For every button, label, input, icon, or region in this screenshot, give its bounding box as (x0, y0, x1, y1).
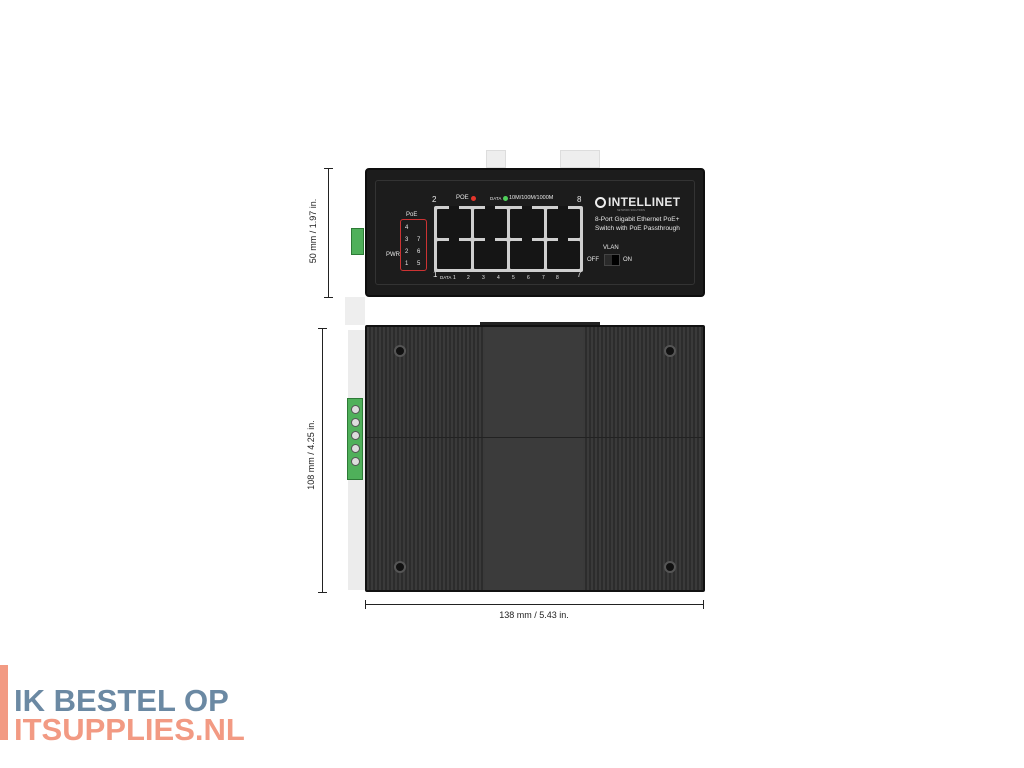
port-number: 5 (512, 275, 515, 281)
dimension-tick (318, 592, 327, 593)
vlan-toggle-switch[interactable] (604, 254, 620, 266)
depth-dimension-line (322, 328, 323, 592)
poe-led-label: POE (456, 195, 469, 201)
center-band (485, 327, 583, 590)
din-bracket (345, 297, 365, 325)
corner-label-7: 7 (577, 270, 582, 279)
switch-front-panel: PoE 4 3 2 1 7 6 5 PWR 2 8 1 7 POE DATA 1… (365, 168, 705, 297)
corner-label-2: 2 (432, 195, 437, 204)
screw-icon (664, 561, 676, 573)
port-number: 1 (453, 275, 456, 281)
pwr-label: PWR (386, 252, 400, 258)
description-line-2: Switch with PoE Passthrough (595, 225, 680, 232)
poe-led-number: 5 (417, 261, 421, 267)
data-row-label: DATA (440, 275, 452, 280)
poe-led-number: 1 (405, 261, 409, 267)
ethernet-port[interactable] (546, 209, 580, 238)
dimension-tick (703, 600, 704, 609)
power-terminal-block (347, 398, 363, 480)
screw-icon (664, 345, 676, 357)
intellinet-logo-icon (595, 197, 606, 208)
din-rail-clip (480, 305, 600, 325)
poe-status-box: 4 3 2 1 7 6 5 (400, 219, 427, 271)
dimension-tick (324, 297, 333, 298)
panel-seam (367, 437, 703, 438)
dimension-tick (324, 168, 333, 169)
width-dimension-line (365, 604, 703, 605)
data-led-label: DATA (490, 196, 502, 201)
vlan-off-label: OFF (587, 257, 599, 263)
watermark-line-2: ITSUPPLIES.NL (14, 712, 245, 747)
ethernet-port[interactable] (473, 209, 507, 238)
din-clip-top (560, 150, 600, 168)
screw-icon (394, 345, 406, 357)
ethernet-port-grid (434, 206, 583, 272)
poe-led (471, 196, 476, 201)
height-dimension-line (328, 168, 329, 297)
dimension-tick (365, 600, 366, 609)
watermark-accent-bar (0, 665, 8, 740)
width-dimension-label: 138 mm / 5.43 in. (499, 610, 569, 620)
speed-label: 10M/100M/1000M (509, 195, 554, 201)
ethernet-port[interactable] (437, 209, 471, 238)
poe-box-label: PoE (406, 212, 418, 218)
port-number: 7 (542, 275, 545, 281)
poe-led-number: 4 (405, 225, 409, 231)
poe-led-number: 3 (405, 237, 409, 243)
ethernet-port[interactable] (510, 209, 544, 238)
poe-led-number: 6 (417, 249, 421, 255)
din-clip-top (486, 150, 506, 168)
poe-led-number: 7 (417, 237, 421, 243)
corner-label-8: 8 (577, 195, 582, 204)
vlan-label: VLAN (603, 245, 619, 251)
dimension-tick (318, 328, 327, 329)
brand-subtitle: NETWORK SOLUTIONS (617, 209, 645, 212)
description-line-1: 8-Port Gigabit Ethernet PoE+ (595, 216, 680, 223)
port-number: 4 (497, 275, 500, 281)
ethernet-port[interactable] (473, 240, 507, 269)
ethernet-port[interactable] (510, 240, 544, 269)
ethernet-port[interactable] (437, 240, 471, 269)
poe-led-number: 2 (405, 249, 409, 255)
ethernet-port[interactable] (546, 240, 580, 269)
depth-dimension-label: 108 mm / 4.25 in. (306, 420, 316, 490)
corner-label-1: 1 (433, 270, 438, 279)
port-number: 2 (467, 275, 470, 281)
front-power-terminal (351, 228, 364, 255)
watermark-line-1: IK BESTEL OP (14, 683, 229, 718)
height-dimension-label: 50 mm / 1.97 in. (308, 198, 318, 264)
port-number: 6 (527, 275, 530, 281)
vlan-on-label: ON (623, 257, 632, 263)
screw-icon (394, 561, 406, 573)
switch-top-view (365, 325, 705, 592)
port-number: 8 (556, 275, 559, 281)
port-number: 3 (482, 275, 485, 281)
data-led (503, 196, 508, 201)
brand-logo: INTELLINET (608, 195, 681, 209)
